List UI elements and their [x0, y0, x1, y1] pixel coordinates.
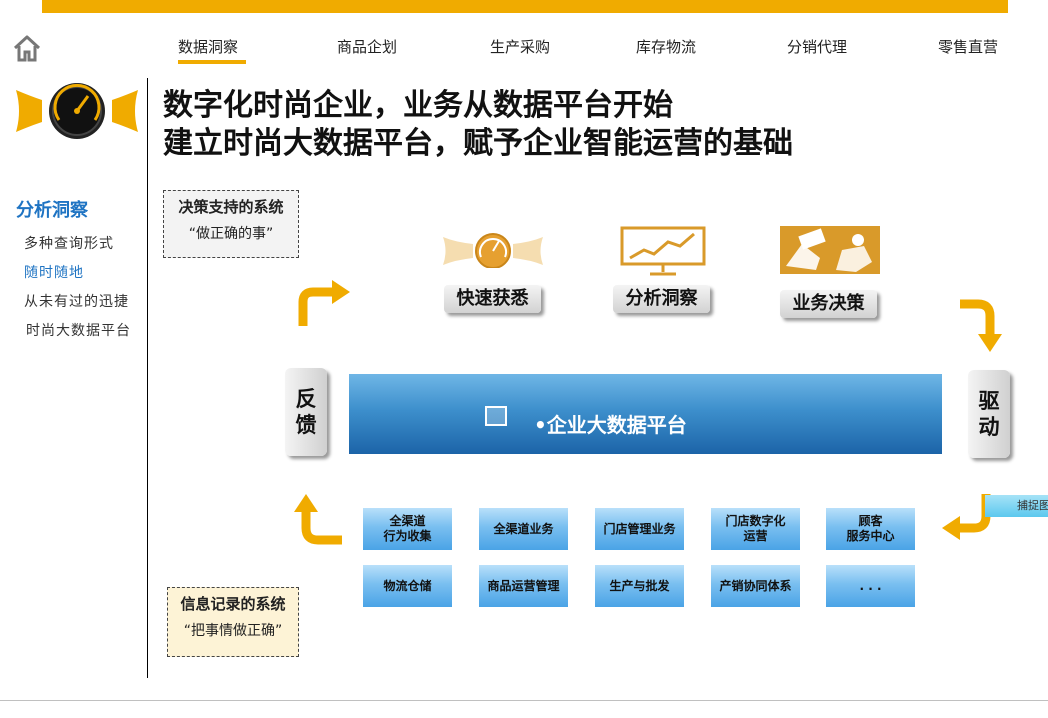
record-box-subtitle: “把事情做正确” [183, 623, 283, 639]
capability-quick-insight: 快速获悉 [444, 285, 541, 313]
decision-box-title: 决策支持的系统 [178, 198, 284, 216]
module-label: 门店管理业务 [603, 521, 676, 536]
arrow-drive-down-icon [960, 299, 1002, 352]
nav-item-distribution-agency[interactable]: 分销代理 [787, 38, 848, 56]
module-label: . . . [859, 578, 882, 593]
arrow-feedback-up-right-icon [298, 280, 350, 326]
vertical-divider [147, 78, 148, 678]
sidebar-heading: 分析洞察 [16, 200, 88, 221]
top-accent-bar [42, 0, 1008, 13]
cycle-feedback-text: 反馈 [295, 387, 317, 437]
module-customer-service-center[interactable]: 顾客 服务中心 [826, 508, 915, 550]
capability-analysis-insight: 分析洞察 [613, 285, 710, 313]
cycle-drive-label: 驱动 [968, 370, 1010, 458]
sidebar-item-anytime-anywhere[interactable]: 随时随地 [24, 265, 84, 281]
module-store-management[interactable]: 门店管理业务 [595, 508, 684, 550]
chart-board-icon [620, 226, 706, 276]
module-label: 物流仓储 [383, 578, 432, 593]
sidebar-item-query-forms[interactable]: 多种查询形式 [24, 236, 114, 252]
nav-item-data-insight[interactable]: 数据洞察 [178, 38, 239, 56]
nav-item-inventory-logistics[interactable]: 库存物流 [636, 38, 697, 56]
module-label: 生产与批发 [609, 578, 670, 593]
decision-box-subtitle: “做正确的事” [188, 226, 274, 242]
module-more[interactable]: . . . [826, 565, 915, 607]
capture-edge-tab[interactable]: 捕捉图 [985, 495, 1048, 517]
module-label: 全渠道业务 [493, 521, 554, 536]
module-label: 产销协同体系 [719, 578, 792, 593]
module-label: 门店数字化 运营 [725, 514, 786, 543]
footer-divider [0, 700, 1048, 701]
module-store-digital-ops[interactable]: 门店数字化 运营 [711, 508, 800, 550]
module-label: 全渠道 行为收集 [383, 514, 432, 543]
capability-business-decision: 业务决策 [780, 290, 877, 318]
module-merchandise-operations[interactable]: 商品运营管理 [479, 565, 568, 607]
enterprise-bigdata-platform-bar [349, 374, 942, 454]
gauge-icon [443, 233, 543, 268]
arrow-feedback-up-left-icon [294, 494, 342, 545]
page-title-line2: 建立时尚大数据平台，赋予企业智能运营的基础 [163, 126, 793, 161]
module-label: 顾客 服务中心 [846, 514, 895, 543]
module-label: 商品运营管理 [487, 578, 560, 593]
page-title-line1: 数字化时尚企业，业务从数据平台开始 [163, 88, 673, 123]
home-icon[interactable] [12, 34, 42, 62]
gauge-logo-icon [16, 83, 138, 139]
module-omnichannel-behavior[interactable]: 全渠道 行为收集 [363, 508, 452, 550]
module-production-wholesale[interactable]: 生产与批发 [595, 565, 684, 607]
module-logistics-warehouse[interactable]: 物流仓储 [363, 565, 452, 607]
sidebar-item-fashion-bigdata-platform[interactable]: 时尚大数据平台 [26, 323, 131, 339]
information-record-box: 信息记录的系统 “把事情做正确” [167, 587, 299, 657]
sidebar-item-unprecedented-speed[interactable]: 从未有过的迅捷 [24, 294, 129, 310]
decision-support-box: 决策支持的系统 “做正确的事” [163, 190, 299, 258]
nav-item-merchandise-planning[interactable]: 商品企划 [337, 38, 398, 56]
nav-item-production-purchasing[interactable]: 生产采购 [490, 38, 551, 56]
module-production-sales-collab[interactable]: 产销协同体系 [711, 565, 800, 607]
cycle-drive-text: 驱动 [978, 389, 1000, 439]
chip-icon [485, 406, 507, 426]
nav-active-underline [178, 60, 246, 64]
nav-item-retail-direct[interactable]: 零售直营 [938, 38, 999, 56]
business-people-icon [780, 226, 880, 274]
module-omnichannel-business[interactable]: 全渠道业务 [479, 508, 568, 550]
record-box-title: 信息记录的系统 [180, 595, 286, 613]
cycle-feedback-label: 反馈 [285, 368, 327, 456]
platform-label: •企业大数据平台 [534, 413, 687, 437]
